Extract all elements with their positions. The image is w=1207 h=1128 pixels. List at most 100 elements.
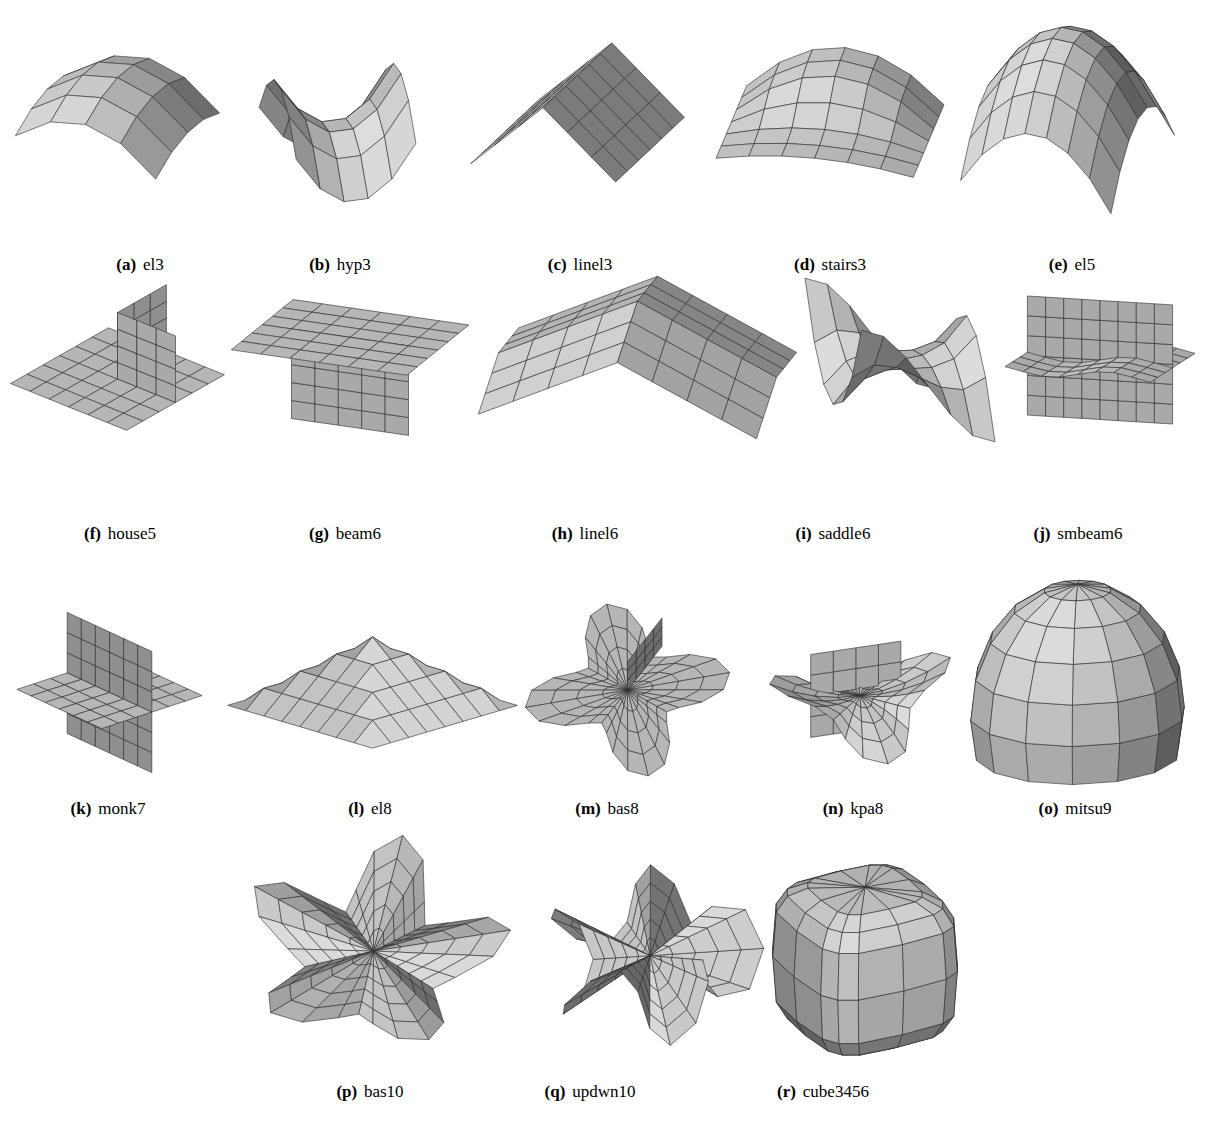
subfigure-name: beam6: [336, 524, 381, 543]
mesh-face: [1027, 375, 1045, 396]
mesh-face: [478, 381, 519, 414]
subfigure-caption: (m)bas8: [575, 799, 638, 819]
mesh-face: [1064, 378, 1082, 399]
mesh-face: [362, 375, 385, 396]
mesh-face: [797, 76, 835, 103]
mesh-face: [1132, 372, 1158, 382]
subfigure-letter: (b): [309, 255, 330, 274]
mesh-face: [650, 919, 660, 941]
mesh-face: [797, 913, 828, 949]
surface-mesh: [259, 63, 416, 201]
mesh-face: [351, 944, 374, 951]
surface-mesh: [11, 285, 225, 431]
mesh-face: [787, 128, 825, 146]
mesh-face: [124, 639, 138, 666]
subfigure-letter: (h): [552, 524, 573, 543]
mesh-face: [716, 144, 754, 159]
mesh-face: [1027, 296, 1045, 317]
subfigure-caption: (c)linel3: [548, 255, 612, 275]
mesh-face: [628, 710, 638, 733]
surface-mesh: [255, 835, 511, 1039]
subfigure-caption: (i)saddle6: [796, 524, 871, 544]
mesh-face: [845, 726, 863, 758]
mesh-face: [838, 954, 859, 1001]
mesh-face: [638, 985, 650, 1029]
mesh-face: [1072, 662, 1117, 705]
mesh-face: [856, 645, 879, 669]
mesh-face: [1061, 584, 1077, 601]
mesh-face: [374, 944, 401, 951]
mesh-face: [833, 648, 856, 672]
subfigure-letter: (n): [823, 799, 844, 818]
mesh-face: [1112, 654, 1155, 702]
mesh-face: [675, 926, 707, 937]
surface-mesh: [716, 48, 944, 178]
mesh-face: [628, 690, 637, 712]
mesh-face: [749, 143, 787, 156]
mesh-face: [513, 368, 555, 401]
subfigure-caption: (e)el5: [1049, 255, 1095, 275]
mesh-face: [471, 134, 507, 164]
mesh-face: [823, 929, 843, 954]
mesh-face: [1050, 584, 1077, 600]
mesh-face: [1026, 743, 1073, 784]
mesh-face: [1072, 743, 1120, 784]
mesh-face: [353, 951, 374, 965]
mesh-face: [839, 933, 859, 954]
mesh-face: [963, 378, 995, 442]
mesh-face: [362, 393, 385, 414]
mesh-face: [1136, 303, 1154, 324]
mesh-face: [919, 377, 951, 414]
surface-mesh: [17, 612, 202, 772]
mesh-face: [548, 355, 589, 388]
mesh-face: [1082, 379, 1100, 400]
mesh-face: [1026, 702, 1073, 746]
mesh-face: [833, 669, 856, 693]
mesh-face: [565, 976, 603, 1005]
mesh-face: [385, 414, 408, 435]
mesh-face: [292, 401, 315, 422]
subfigure-caption: (r)cube3456: [777, 1082, 869, 1102]
mesh-face: [628, 690, 633, 712]
mesh-face: [137, 320, 156, 345]
mesh-face: [315, 368, 338, 389]
mesh-face: [1047, 600, 1076, 629]
mesh-face: [1072, 702, 1120, 747]
mesh-face: [591, 146, 627, 182]
subfigure-letter: (o): [1039, 799, 1059, 818]
subfigure-caption: (a)el3: [116, 255, 163, 275]
mesh-face: [1118, 302, 1136, 323]
mesh-face: [388, 1004, 418, 1022]
mesh-face: [354, 693, 390, 721]
mesh-face: [1082, 339, 1100, 360]
subfigure-letter: (i): [796, 524, 812, 543]
mesh-face: [838, 887, 865, 915]
subfigure-caption: (o)mitsu9: [1039, 799, 1112, 819]
mesh-face: [652, 681, 679, 690]
mesh-face: [1082, 399, 1100, 420]
subfigure-name: house5: [108, 524, 156, 543]
subfigure-letter: (j): [1034, 524, 1051, 543]
mesh-face: [1118, 401, 1136, 422]
mesh-face: [1154, 304, 1172, 325]
mesh-face: [636, 640, 645, 660]
mesh-face: [383, 986, 406, 1004]
mesh-face: [374, 951, 388, 969]
mesh-face: [808, 878, 865, 887]
mesh-face: [838, 1000, 859, 1044]
mesh-face: [393, 1021, 429, 1040]
surface-mesh: [525, 604, 729, 776]
surface-mesh: [1005, 296, 1195, 424]
subfigure-caption: (d)stairs3: [794, 255, 866, 275]
subfigure-letter: (c): [548, 255, 567, 274]
mesh-face: [898, 690, 925, 708]
mesh-face: [315, 386, 338, 407]
subfigure-letter: (k): [71, 799, 92, 818]
mesh-face: [495, 116, 531, 146]
mesh-face: [350, 937, 374, 951]
mesh-face: [880, 156, 918, 177]
mesh-face: [811, 651, 834, 675]
subfigure-name: el3: [143, 255, 164, 274]
mesh-face: [354, 665, 390, 693]
mesh-face: [621, 968, 641, 992]
